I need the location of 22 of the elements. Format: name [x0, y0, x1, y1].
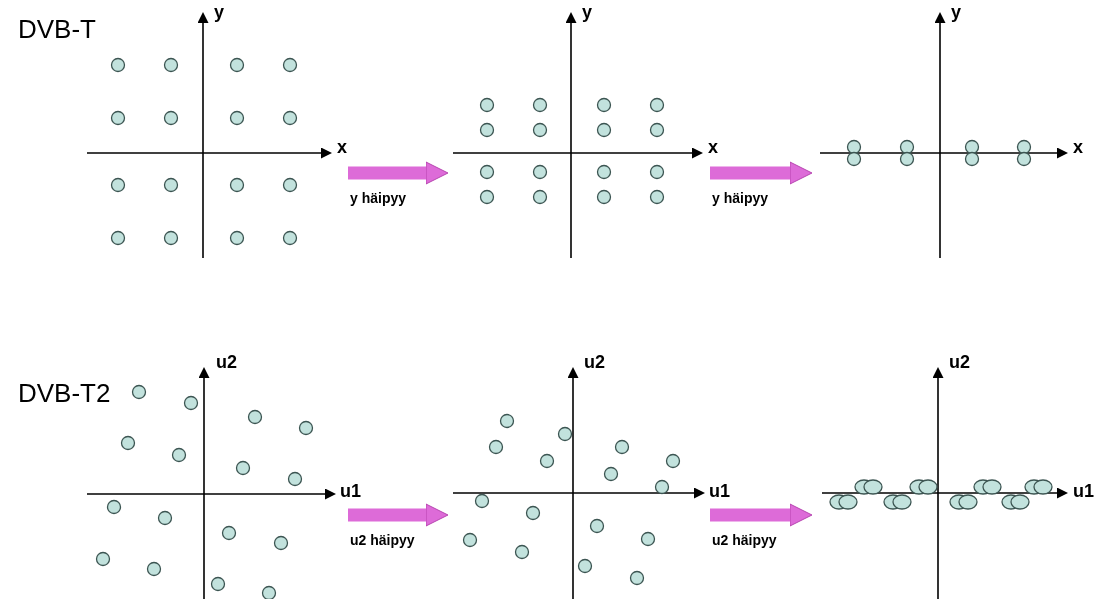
- axis-label: u1: [1073, 481, 1094, 501]
- axis-label: y: [214, 2, 224, 22]
- section-heading: DVB-T: [18, 14, 96, 44]
- axis-label: y: [582, 2, 592, 22]
- axis-label: u1: [340, 481, 361, 501]
- arrow: [348, 503, 449, 527]
- axis-label: x: [337, 137, 347, 157]
- axis-label: u2: [216, 352, 237, 372]
- edge-label: y häipyy: [712, 190, 769, 206]
- arrow: [710, 503, 813, 527]
- edge-label: u2 häipyy: [712, 532, 777, 548]
- axis-label: u2: [584, 352, 605, 372]
- axis-label: y: [951, 2, 961, 22]
- arrow: [710, 161, 813, 185]
- axis-label: x: [1073, 137, 1083, 157]
- arrow: [348, 161, 449, 185]
- edge-label: y häipyy: [350, 190, 407, 206]
- section-heading: DVB-T2: [18, 378, 111, 408]
- axis-label: u2: [949, 352, 970, 372]
- axis-label: x: [708, 137, 718, 157]
- edge-label: u2 häipyy: [350, 532, 415, 548]
- axis-label: u1: [709, 481, 730, 501]
